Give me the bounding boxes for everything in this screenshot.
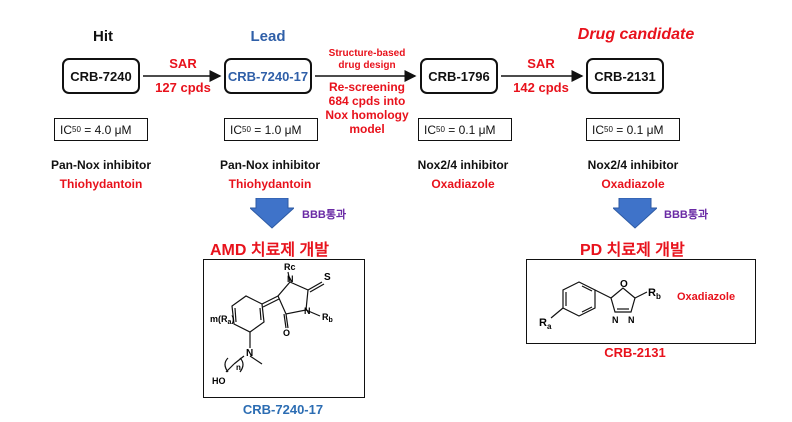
ic50-value: = 1.0 μM [254,122,302,137]
label-n2-ox: N [628,315,635,325]
arrow-label-sar2-top: SAR [527,56,555,71]
structure-box-oxadiazole: O N N Ra Rb Oxadiazole [526,259,756,344]
oxadiazole-structure: O N N Ra Rb Oxadiazole [539,279,735,331]
compound-box-crb-1796: CRB-1796 [420,58,498,94]
inhibitor-label: Pan-Nox inhibitor [220,158,320,172]
inhibitor-label: Pan-Nox inhibitor [51,158,151,172]
compound-name: CRB-7240 [70,68,132,84]
oxadiazole-scaffold-label: Oxadiazole [677,291,735,303]
stage-hit: Hit [93,28,113,45]
dev-prefix-pd: PD [580,242,603,259]
arrow-label-sbdd-top: Structure-based drug design [328,48,406,71]
bbb-label-right: BBB통과 [664,209,709,221]
dev-prefix-amd: AMD [210,242,247,259]
ic50-sub: 50 [242,125,251,134]
compound-box-crb-2131: CRB-2131 [586,58,664,94]
ic50-prefix: IC [424,122,436,137]
progression-arrows [143,70,584,82]
ic50-sub: 50 [604,125,613,134]
label-n3: N [246,348,253,359]
scaffold-label: Thiohydantoin [228,177,312,191]
label-n1-ox: N [612,315,619,325]
inhibitor-label: Nox2/4 inhibitor [587,158,679,172]
inhibitor-label: Nox2/4 inhibitor [417,158,509,172]
label-o-ox: O [620,279,628,290]
label-n-sub: n [236,363,241,372]
label-s: S [324,272,331,283]
stage-drug-candidate: Drug candidate [577,26,695,43]
scaffold-label: Oxadiazole [601,177,665,191]
compound-box-crb-7240-17: CRB-7240-17 [224,58,312,94]
ic50-value: = 4.0 μM [84,122,132,137]
dev-title-pd: PD 치료제 개발 [580,236,685,260]
compound-name: CRB-1796 [428,68,490,84]
structure-name-left: CRB-7240-17 [242,402,324,417]
arrow-label-sar2-bottom: 142 cpds [513,80,569,95]
structure-name-right: CRB-2131 [604,345,666,360]
scaffold-label: Thiohydantoin [59,177,143,191]
ic50-value: = 0.1 μM [616,122,664,137]
ic50-prefix: IC [592,122,604,137]
arrow-label-sar1-top: SAR [169,56,197,71]
label-ra-ox: Ra [539,317,552,331]
compound-name: CRB-7240-17 [227,68,309,84]
down-arrow-right [613,198,657,229]
compound-name: CRB-2131 [594,68,656,84]
label-n2: N [304,306,311,316]
stage-lead: Lead [250,28,286,45]
label-ra: m(Ra) [210,314,234,326]
ic50-sub: 50 [72,125,81,134]
structure-box-thiohydantoin: Rc S N N Rb O m(Ra) N n HO [203,259,365,398]
dev-suffix-pd: 치료제 개발 [602,242,685,259]
label-rb-ox: Rb [648,287,661,301]
ic50-sub: 50 [436,125,445,134]
arrow-label-sar1-bottom: 127 cpds [155,80,211,95]
thiohydantoin-structure: Rc S N N Rb O m(Ra) N n HO [210,262,333,386]
label-rc: Rc [284,262,296,272]
label-ho: HO [212,376,226,386]
arrow-label-sbdd-bottom: Re-screening 684 cpds into Nox homology … [325,80,409,136]
compound-box-crb-7240: CRB-7240 [62,58,140,94]
down-arrow-left [250,198,294,229]
dev-suffix-amd: 치료제 개발 [246,242,329,259]
ic50-prefix: IC [230,122,242,137]
ic50-value: = 0.1 μM [448,122,496,137]
label-rb: Rb [322,312,333,324]
dev-title-amd: AMD 치료제 개발 [210,236,329,260]
label-n1: N [287,274,294,284]
ic50-prefix: IC [60,122,72,137]
label-o: O [283,328,290,338]
scaffold-label: Oxadiazole [431,177,495,191]
bbb-label-left: BBB통과 [302,209,347,221]
